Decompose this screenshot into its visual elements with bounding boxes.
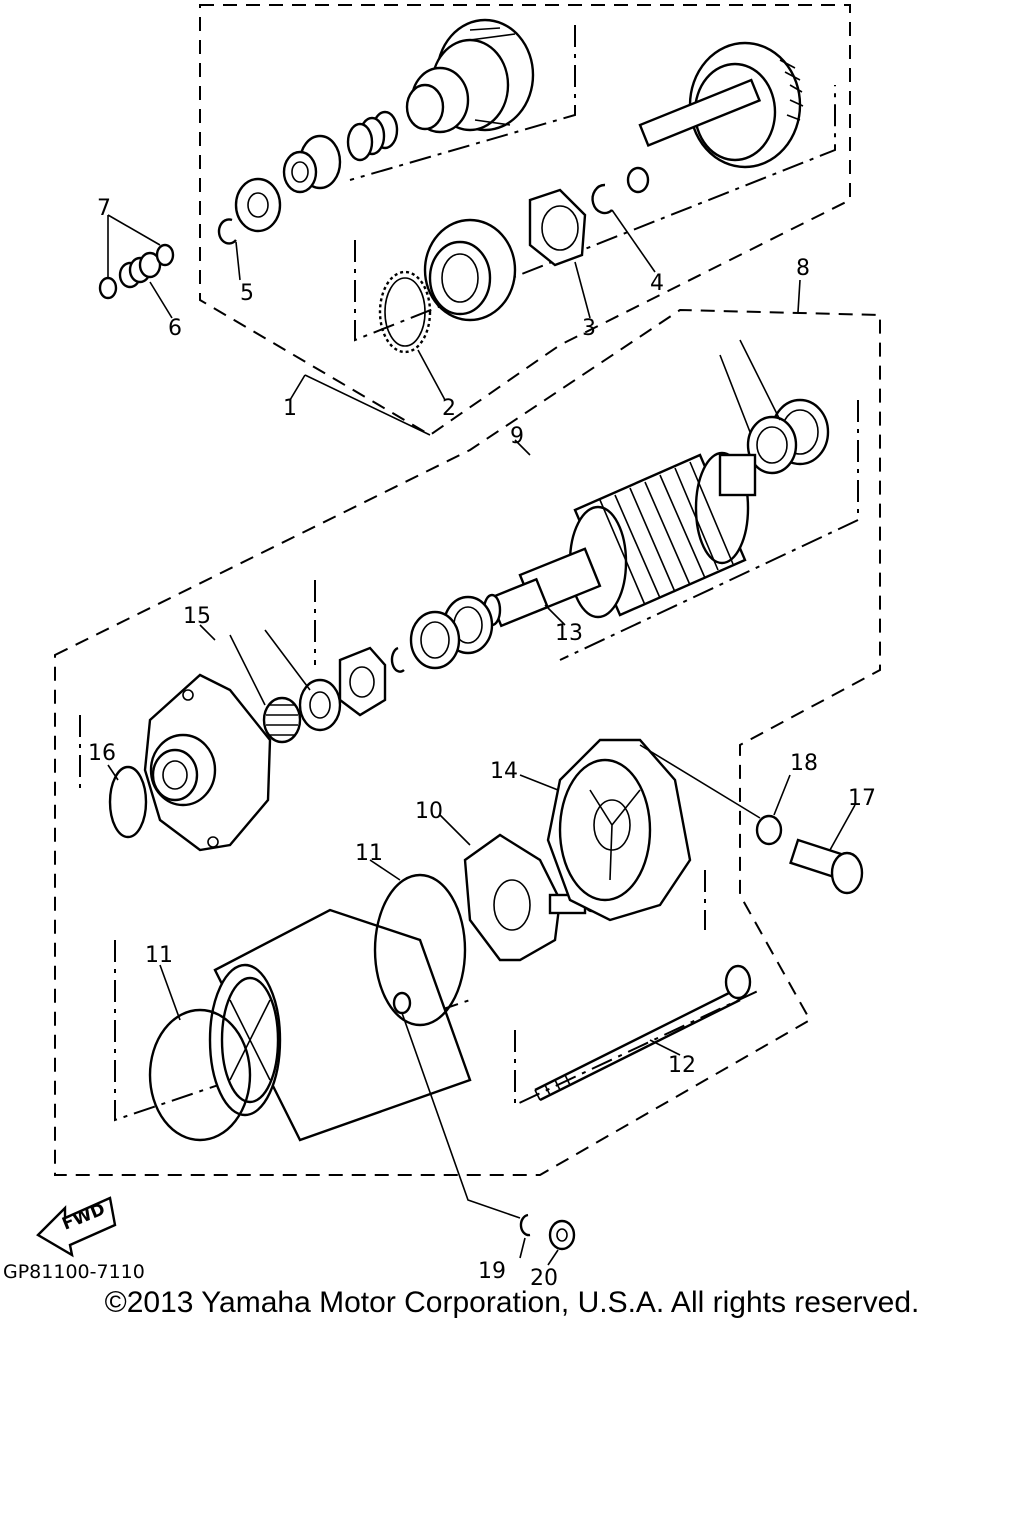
callout-11-front: 11 [145,943,173,968]
o-ring-11-front [148,1008,252,1142]
group-1-dashdot-box-upper [349,25,576,181]
callout-3: 3 [582,316,596,341]
callout-8: 8 [796,256,810,281]
callout-2: 2 [442,396,456,421]
callout-17: 17 [848,786,876,811]
circlip-4 [591,183,613,215]
bearing-housing [423,218,517,322]
armature-dashdot-box [314,400,859,665]
spring-upper [346,110,399,162]
washer-upper [234,177,282,233]
pinion-gear [405,18,535,134]
fwd-arrow [36,1196,117,1258]
clutch-housing [626,41,804,194]
callout-19: 19 [478,1259,506,1284]
spring-6-washers-7 [98,214,175,300]
bolt-17 [789,838,864,895]
callout-15: 15 [183,604,211,629]
callout-12: 12 [668,1053,696,1078]
leader-lines [107,209,856,1266]
front-washers [338,595,494,717]
callout-6: 6 [168,316,182,341]
callout-13: 13 [555,621,583,646]
group-1-outline [199,4,851,437]
callout-7: 7 [97,196,111,221]
callout-16: 16 [88,741,116,766]
copyright-notice: ©2013 Yamaha Motor Corporation, U.S.A. A… [104,1286,920,1319]
o-ring-11-rear [373,873,467,1027]
callout-1: 1 [283,396,297,421]
callout-18: 18 [790,751,818,776]
circlip-5 [217,218,237,245]
callout-9: 9 [510,424,524,449]
group-1-dashdot-box-lower [354,85,836,342]
thrust-washers [746,398,830,475]
rear-cover-14 [546,738,692,922]
nut-20 [548,1219,576,1251]
front-bearing [262,678,342,744]
armature-13 [482,451,757,628]
lock-plate-3 [528,188,587,267]
callout-11-rear: 11 [355,841,383,866]
through-bolt-12 [534,964,752,1102]
o-ring-16 [108,765,148,839]
bolt-dashdot-box [514,989,761,1107]
washer-18 [755,814,783,846]
callout-20: 20 [530,1266,558,1291]
callout-4: 4 [650,271,664,296]
circlip-19 [519,1213,531,1237]
drawing-code: GP81100-7110 [3,1261,145,1283]
starter-motor-exploded-diagram: 1 2 3 4 5 6 7 8 9 10 11 11 12 13 14 15 1… [3,4,881,1291]
needle-bearing-2 [378,270,432,354]
callout-14: 14 [490,759,518,784]
group-8-outline [54,308,881,1176]
callout-5: 5 [240,281,254,306]
yoke-frame [208,908,472,1142]
front-cover-15 [143,673,272,852]
collar [282,134,342,194]
callout-10: 10 [415,799,443,824]
